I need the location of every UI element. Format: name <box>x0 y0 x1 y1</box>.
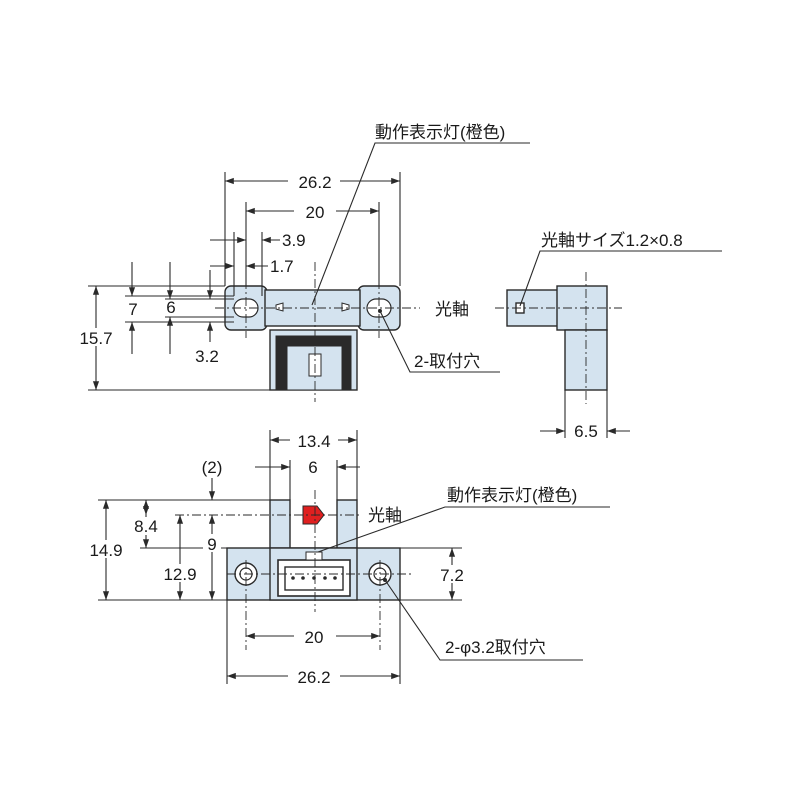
front-left-arm <box>269 499 291 551</box>
front-connector-pins <box>291 576 337 580</box>
front-indicator-label: 動作表示灯(橙色) <box>447 486 577 505</box>
front-dim-paren-2: (2) <box>202 458 223 477</box>
top-aperture-left <box>275 302 284 312</box>
top-dim-26-2: 26.2 <box>298 173 331 192</box>
front-dim-6: 6 <box>308 458 317 477</box>
front-optical-axis-label: 光軸 <box>368 506 402 525</box>
top-dim-1-7: 1.7 <box>270 257 294 276</box>
top-dim-3-9: 3.9 <box>282 231 306 250</box>
front-dim-20: 20 <box>305 628 324 647</box>
side-view: 光軸サイズ1.2×0.8 6.5 <box>495 231 722 441</box>
top-dim-6: 6 <box>166 298 175 317</box>
top-dim-3-2: 3.2 <box>195 347 219 366</box>
top-dim-7: 7 <box>128 300 137 319</box>
front-connector-latch <box>305 551 323 561</box>
front-view: 13.4 6 (2) 8.4 9 14.9 12.9 7.2 20 <box>86 430 610 687</box>
side-axis-size-label: 光軸サイズ1.2×0.8 <box>541 231 683 250</box>
front-dim-12-9: 12.9 <box>163 565 196 584</box>
top-mount-hole-label: 2-取付穴 <box>414 352 480 371</box>
top-indicator-label: 動作表示灯(橙色) <box>375 123 505 142</box>
front-mount-hole-label: 2-φ3.2取付穴 <box>445 638 546 657</box>
side-dim-6-5: 6.5 <box>574 422 598 441</box>
front-dim-7-2: 7.2 <box>440 566 464 585</box>
front-dim-8-4: 8.4 <box>134 517 158 536</box>
front-dim-9: 9 <box>207 535 216 554</box>
front-dim-26-2: 26.2 <box>297 668 330 687</box>
front-dim-14-9: 14.9 <box>89 541 122 560</box>
top-optical-axis-label: 光軸 <box>435 300 469 319</box>
top-dim-20: 20 <box>306 203 325 222</box>
front-right-arm <box>336 499 358 551</box>
front-dim-13-4: 13.4 <box>297 432 330 451</box>
top-aperture-right <box>341 302 350 312</box>
top-dim-15-7: 15.7 <box>79 329 112 348</box>
top-view: 26.2 20 3.9 1.7 7 6 15.7 3.2 動作表示灯(橙色) <box>72 123 530 402</box>
